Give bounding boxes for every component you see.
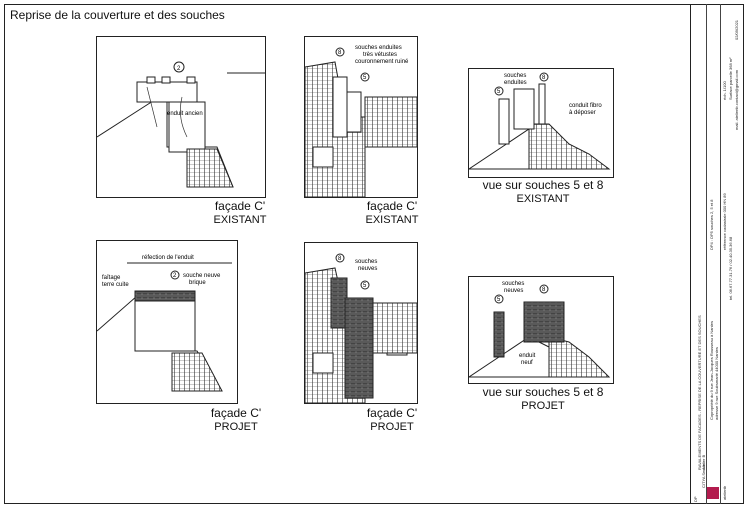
caption-vue-souches-existant: vue sur souches 5 et 8 EXISTANT <box>482 178 604 205</box>
facade-souches-existant-drawing: 8 5 souches enduites très vétustes couro… <box>305 45 417 197</box>
label-souches-neuves: souches <box>502 281 524 287</box>
label-enduit-neuf: enduit <box>519 353 536 359</box>
mark-2: 2 <box>177 66 181 72</box>
caption-facade-projet-2: façade C' PROJET <box>366 406 418 433</box>
drawing-sheet <box>4 4 744 504</box>
label-souches-neuves: souches <box>355 259 377 265</box>
panel-vue-souches-existant: 5 8 souches enduites conduit fibro à dép… <box>468 68 614 178</box>
caption-facade-existant-2: façade C' EXISTANT <box>365 199 419 226</box>
svg-text:enduites: enduites <box>504 80 527 86</box>
tb-echelle: éch. 1/100 <box>722 81 727 100</box>
title-block-col-3 <box>721 4 745 504</box>
brand-logo <box>707 487 719 499</box>
title-block-col-2 <box>707 4 721 504</box>
tb-project-title: RAVALEMENTS DE FACADES - REPRISE DE LA C… <box>697 315 702 470</box>
label-souche-neuve: souche neuve <box>183 273 221 279</box>
svg-text:neuves: neuves <box>358 266 377 272</box>
label-enduit-ancien: enduit ancien <box>167 111 203 117</box>
svg-text:neuf: neuf <box>521 360 533 366</box>
svg-text:très vétustes: très vétustes <box>363 52 397 58</box>
tb-dp-ref: DP4 : DP5 souches 2, 5 et 8 <box>709 199 714 250</box>
svg-text:terre cuite: terre cuite <box>102 282 129 288</box>
mark-5: 5 <box>363 283 367 289</box>
svg-text:à déposer: à déposer <box>569 110 596 116</box>
vue-souches-existant-drawing: 5 8 souches enduites conduit fibro à dép… <box>469 72 611 170</box>
svg-text:brique: brique <box>189 280 206 286</box>
title-block <box>690 4 745 504</box>
vue-souches-projet-drawing: 5 8 souches neuves enduit neuf <box>469 281 611 378</box>
label-conduit-fibro: conduit fibro <box>569 103 602 109</box>
label-souches-enduites: souches enduites <box>355 45 402 51</box>
facade-souches-projet-drawing: 8 5 souches neuves <box>305 253 417 403</box>
panel-facade-existant-1: 2 enduit ancien <box>96 36 266 198</box>
tb-surface: Surface parcelle 368 m² <box>728 57 733 100</box>
mark-8: 8 <box>338 256 342 262</box>
svg-text:couronnement ruiné: couronnement ruiné <box>355 59 409 65</box>
tb-telephone: tel. 06.67.77.31.76 / 02.40.35.36.68 <box>728 236 733 300</box>
tb-atelier: Atelier B <box>701 454 706 470</box>
facade-projet-drawing: 2 réfection de l'enduit faîtage terre cu… <box>97 255 232 392</box>
title-block-col-1 <box>691 4 707 504</box>
label-souches: souches <box>504 73 526 79</box>
tb-mail: mail. ateliertb.contact@gmail.com <box>734 69 739 130</box>
tb-adresse: adresse 9 rue Soubsmarié 44000 Nantes <box>714 347 719 420</box>
label-faitage: faîtage <box>102 275 121 281</box>
mark-2: 2 <box>173 273 177 279</box>
tb-cadastre: référence cadastrale 000 HN 89 <box>722 193 727 250</box>
mark-8: 8 <box>542 287 546 293</box>
caption-facade-projet-1: façade C' PROJET <box>210 406 262 433</box>
mark-5: 5 <box>363 75 367 81</box>
tb-date: 02/09/2021 <box>734 19 739 40</box>
caption-vue-souches-projet: vue sur souches 5 et 8 PROJET <box>482 385 604 412</box>
brand-name: ateliertb <box>722 485 727 500</box>
panel-facade-projet-2: 8 5 souches neuves <box>304 242 418 404</box>
svg-text:neuves: neuves <box>504 288 523 294</box>
mark-5: 5 <box>497 297 501 303</box>
caption-facade-existant-1: façade C' EXISTANT <box>213 199 267 226</box>
facade-existant-drawing: 2 enduit ancien <box>97 61 265 188</box>
mark-5: 5 <box>497 89 501 95</box>
panel-facade-existant-2: 8 5 souches enduites très vétustes couro… <box>304 36 418 198</box>
panel-vue-souches-projet: 5 8 souches neuves enduit neuf <box>468 276 614 384</box>
panel-facade-projet-1: 2 réfection de l'enduit faîtage terre cu… <box>96 240 238 404</box>
tb-ref: DP <box>693 496 698 502</box>
label-refection-enduit: réfection de l'enduit <box>142 255 194 261</box>
mark-8: 8 <box>542 75 546 81</box>
page-title: Reprise de la couverture et des souches <box>10 8 225 22</box>
mark-8: 8 <box>338 50 342 56</box>
